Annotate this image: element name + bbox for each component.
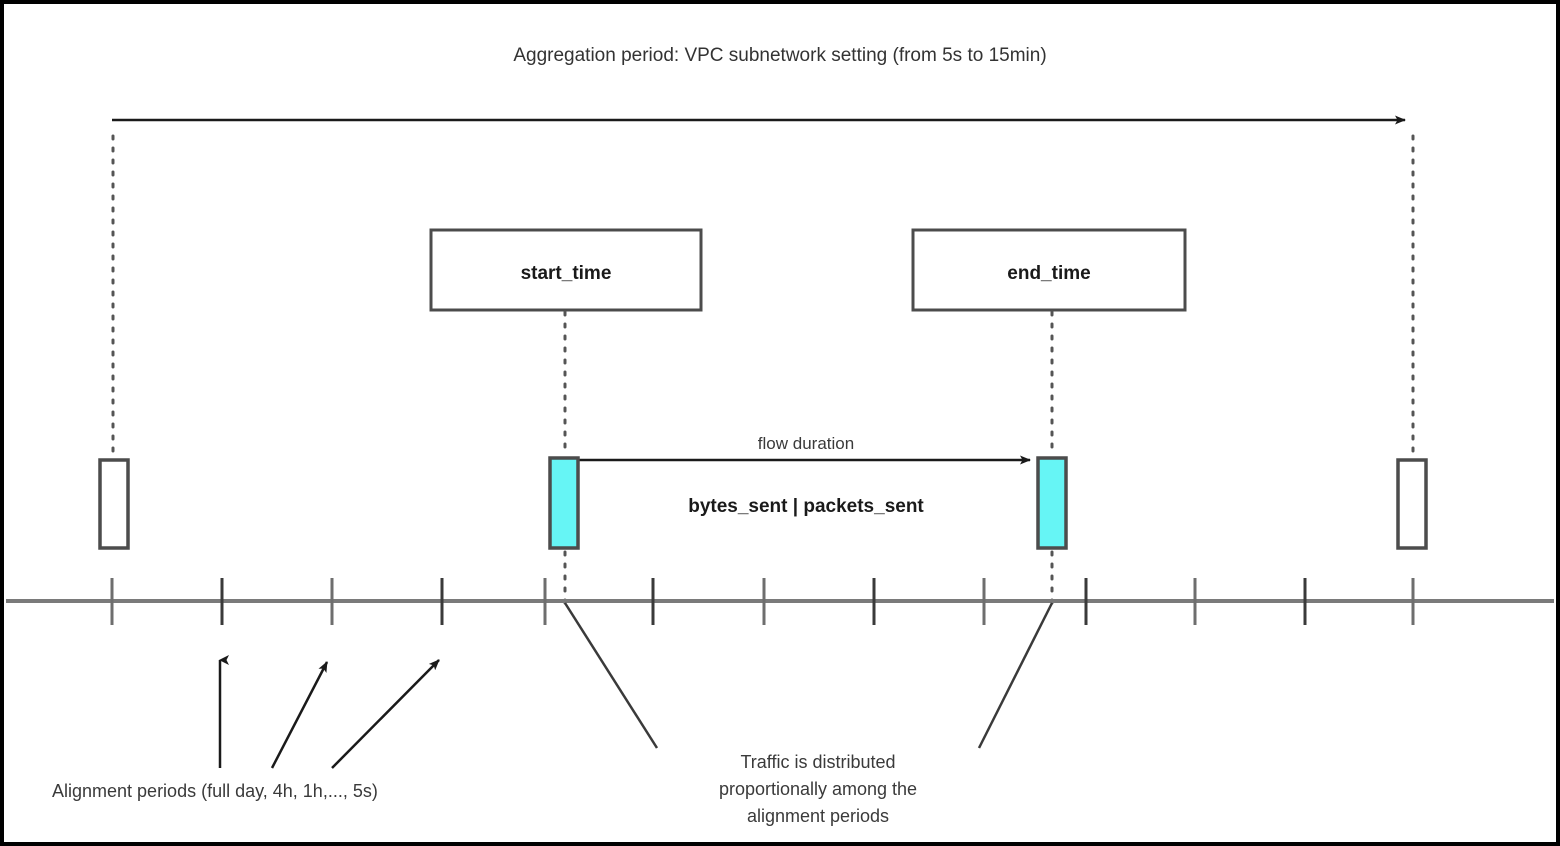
flow-start-marker — [548, 456, 580, 550]
end-time-box[interactable] — [911, 228, 1187, 312]
end-time-label: end_time — [1007, 263, 1090, 284]
alignment-arrow-2 — [270, 661, 329, 769]
distribution-leader-left — [563, 602, 659, 749]
start-time-box[interactable] — [429, 228, 703, 312]
distribution-note-line-2: proportionally among the — [719, 779, 917, 799]
flow-duration-label: flow duration — [758, 434, 854, 453]
start-time-label: start_time — [521, 263, 612, 284]
distribution-note-line-1: Traffic is distributed — [740, 752, 895, 772]
flow-end-marker — [1036, 456, 1068, 550]
alignment-arrow-3 — [331, 659, 440, 769]
aggregation-period-title: Aggregation period: VPC subnetwork setti… — [513, 45, 1046, 66]
aggregation-start-marker — [98, 458, 130, 550]
metrics-label: bytes_sent | packets_sent — [688, 496, 924, 517]
alignment-periods-caption: Alignment periods (full day, 4h, 1h,...,… — [52, 781, 378, 801]
distribution-leader-right — [977, 602, 1054, 749]
aggregation-end-marker — [1396, 458, 1428, 550]
distribution-note-line-3: alignment periods — [747, 806, 889, 826]
